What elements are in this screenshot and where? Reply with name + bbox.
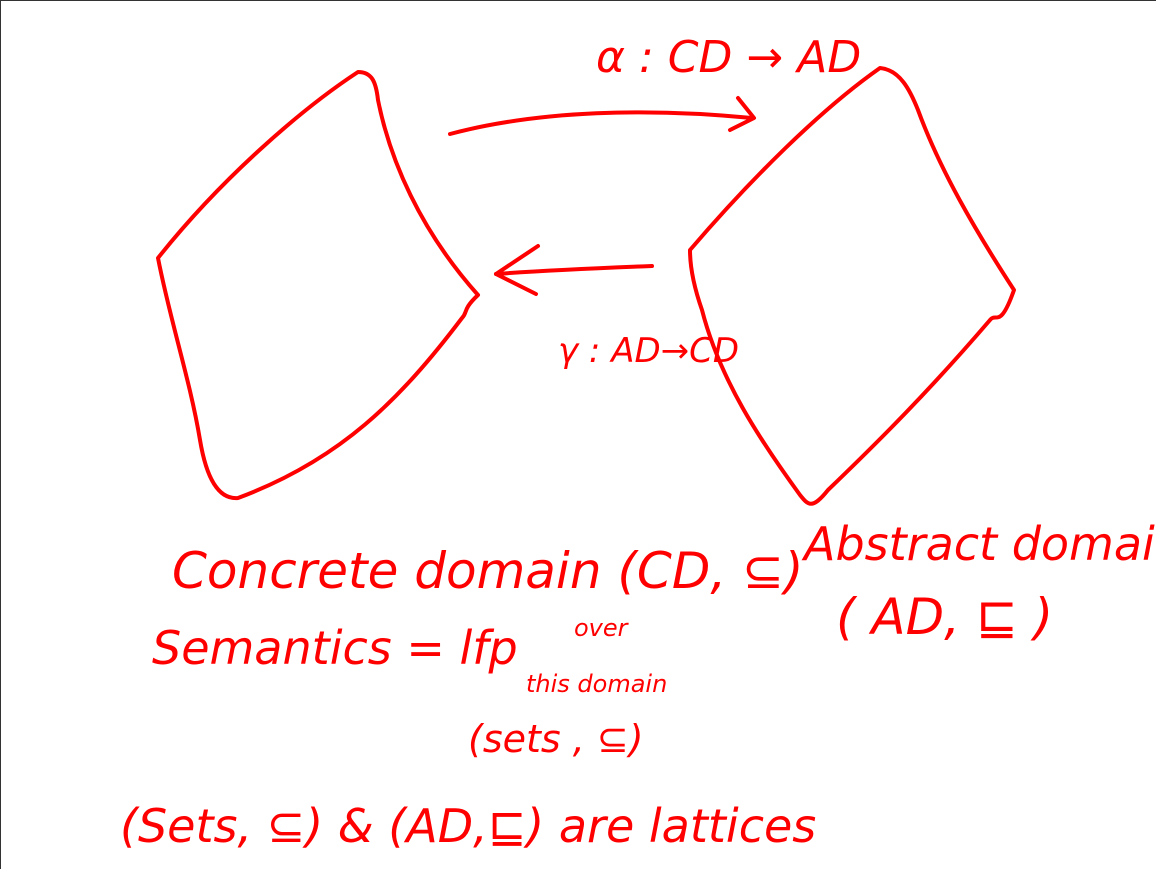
concrete-domain-label: Concrete domain (CD, ⊆) — [172, 542, 804, 600]
lattices-note: (Sets, ⊆) & (AD,⊑) are lattices — [120, 799, 816, 853]
concrete-domain-shape — [156, 70, 480, 501]
sets-order-label: (sets , ⊆) — [468, 717, 644, 761]
gamma-arrow — [494, 264, 654, 276]
abstract-domain-shape — [688, 66, 1016, 506]
over-label: over — [574, 614, 630, 642]
gamma-map-label: γ : AD→CD — [558, 331, 739, 371]
abstract-domain-label-line1: Abstract domain — [801, 517, 1156, 571]
alpha-arrow — [448, 110, 754, 136]
this-domain-label: this domain — [526, 670, 667, 698]
alpha-map-label: α : CD → AD — [596, 32, 861, 83]
semantics-label: Semantics = lfp — [152, 621, 518, 675]
gamma-arrow-head — [494, 244, 540, 296]
abstract-domain-label-line2: ( AD, ⊑ ) — [836, 588, 1053, 646]
alpha-arrow-head — [728, 96, 756, 132]
